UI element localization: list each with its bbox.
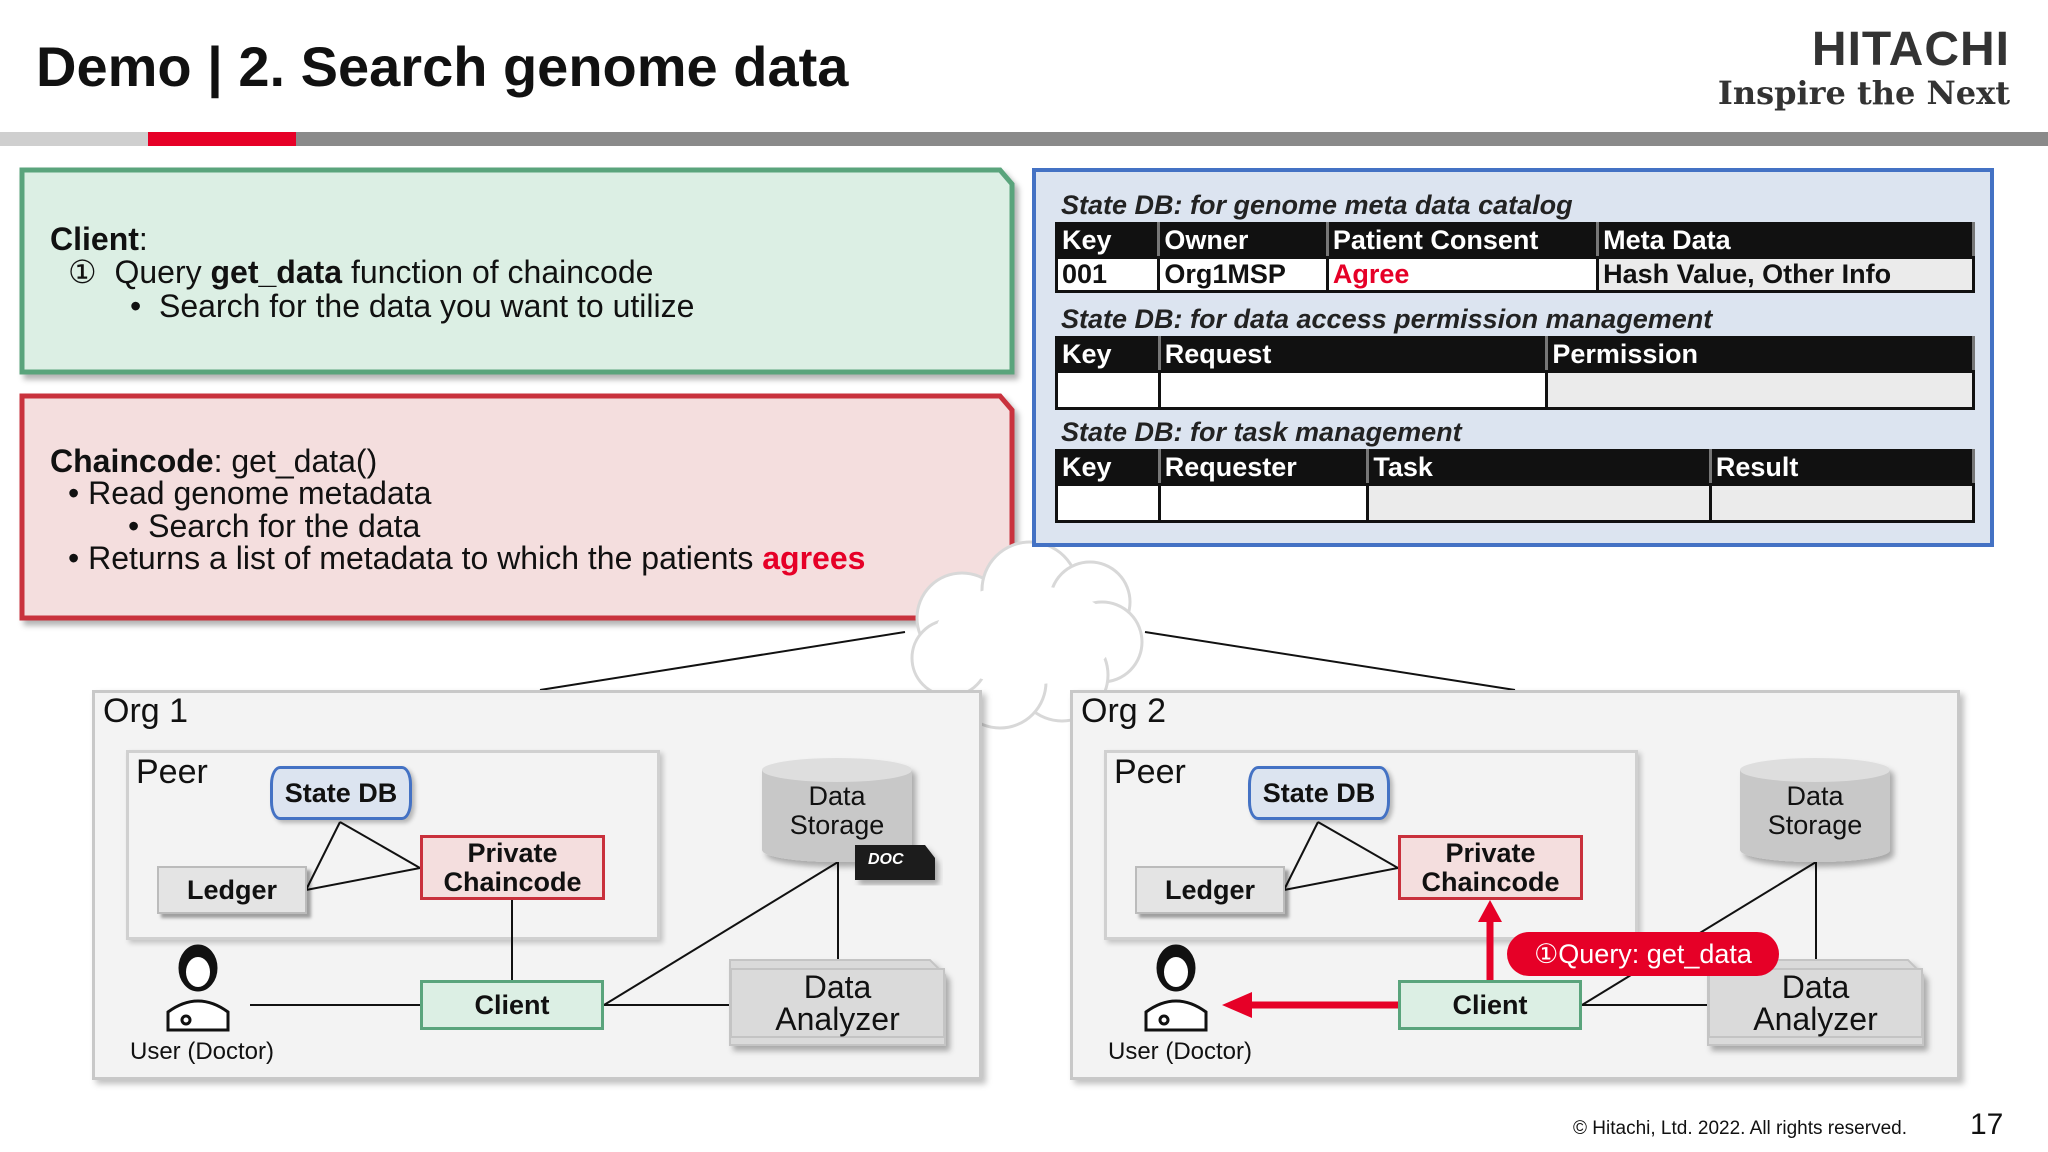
client-step: ① Query get_data function of chaincode: [68, 256, 653, 289]
task-caption: State DB: for task management: [1061, 417, 1462, 447]
org1-storage-line1: Data: [808, 781, 866, 811]
client-bullet: • Search for the data you want to utiliz…: [130, 288, 695, 324]
org1-pcc-line2: Chaincode: [443, 866, 582, 897]
org1-client[interactable]: Client: [420, 980, 604, 1030]
client-callout-title: Client:: [50, 223, 148, 256]
org2-storage-icon: [1740, 758, 1890, 862]
catalog-cell-key: 001: [1054, 256, 1161, 293]
org1-peer-label: Peer: [136, 753, 208, 791]
org2-analyzer-line1: Data: [1781, 969, 1850, 1005]
org1-pcc-line1: Private: [467, 837, 558, 868]
permission-header-key: Key: [1055, 336, 1161, 373]
catalog-cell-consent: Agree: [1325, 256, 1600, 293]
org1-file-badge: DOC: [868, 851, 904, 868]
chaincode-title-suffix: : get_data(): [213, 443, 378, 479]
org1-user-label: User (Doctor): [130, 1038, 275, 1065]
client-bullet-text: Search for the data you want to utilize: [158, 288, 695, 324]
org2-peer-label: Peer: [1114, 753, 1186, 791]
org1-label: Org 1: [103, 692, 189, 730]
step-bold: get_data: [210, 254, 343, 290]
catalog-header-consent: Patient Consent: [1325, 222, 1600, 259]
org1-analyzer-line1: Data: [803, 969, 872, 1005]
org2-client[interactable]: Client: [1398, 980, 1582, 1030]
org2-private-chaincode: Private Chaincode: [1398, 835, 1583, 900]
chaincode-sub-bullet: • Search for the data: [128, 508, 421, 544]
task-cell-empty: [1708, 483, 1976, 523]
logo-tagline: Inspire the Next: [1717, 74, 2010, 112]
chaincode-bullet-2: • Returns a list of metadata to which th…: [68, 540, 866, 576]
task-cell-empty: [1157, 483, 1370, 523]
permission-table: Key Request Permission: [1055, 336, 1975, 410]
chaincode-callout-box: [19, 393, 1015, 621]
org1-data-storage: Data Storage: [762, 782, 912, 840]
org2-analyzer-line2: Analyzer: [1753, 1001, 1878, 1037]
org1-file-icon: [855, 845, 935, 880]
copyright: © Hitachi, Ltd. 2022. All rights reserve…: [1573, 1118, 1907, 1139]
org1-state-db: State DB: [270, 766, 412, 820]
task-cell-empty: [1055, 483, 1161, 523]
step-post: function of chaincode: [342, 254, 654, 290]
task-header-task: Task: [1366, 449, 1712, 486]
catalog-caption: State DB: for genome meta data catalog: [1061, 190, 1573, 220]
task-table: Key Requester Task Result: [1055, 449, 1976, 523]
step-pre: Query: [114, 254, 211, 290]
chaincode-bullet-1-text: Read genome metadata: [88, 475, 432, 511]
org2-storage-line2: Storage: [1767, 810, 1863, 840]
task-cell-empty: [1366, 483, 1712, 523]
org2-return-arrow-left: [1222, 992, 1398, 1018]
header-bar: [0, 132, 2048, 146]
org1-storage-line2: Storage: [789, 810, 885, 840]
permission-caption: State DB: for data access permission man…: [1061, 304, 1713, 334]
org2-query-arrow-up: [1478, 900, 1502, 980]
org2-ledger: Ledger: [1135, 866, 1285, 914]
org2-state-db: State DB: [1248, 766, 1390, 820]
page-number: 17: [1970, 1108, 2004, 1141]
org2-data-analyzer: Data Analyzer: [1708, 968, 1923, 1038]
permission-header-permission: Permission: [1545, 336, 1975, 373]
permission-header-request: Request: [1157, 336, 1549, 373]
permission-cell-empty: [1545, 370, 1975, 410]
header-bar-light: [0, 132, 148, 146]
chaincode-callout-title: Chaincode: get_data(): [50, 445, 377, 478]
catalog-header-owner: Owner: [1157, 222, 1329, 259]
org1-data-analyzer: Data Analyzer: [730, 968, 945, 1038]
catalog-header-key: Key: [1054, 222, 1161, 259]
org2-query-label: ①Query: get_data: [1507, 932, 1779, 976]
catalog-table: Key Owner Patient Consent Meta Data 001 …: [1054, 222, 1975, 293]
chaincode-title: Chaincode: [50, 443, 214, 479]
task-header-result: Result: [1708, 449, 1976, 486]
client-title: Client: [50, 221, 139, 257]
org2-user-icon: [1144, 944, 1208, 1032]
org1-analyzer-line2: Analyzer: [775, 1001, 900, 1037]
org1-user-icon: [166, 944, 230, 1032]
hitachi-logo: HITACHI Inspire the Next: [1717, 23, 2010, 113]
chaincode-bullet-2-red: agrees: [762, 540, 866, 576]
task-header-key: Key: [1055, 449, 1161, 486]
org2-pcc-line1: Private: [1445, 837, 1536, 868]
catalog-header-meta: Meta Data: [1596, 222, 1975, 259]
catalog-cell-meta: Hash Value, Other Info: [1596, 256, 1975, 293]
org2-pcc-line2: Chaincode: [1421, 866, 1560, 897]
org1-ledger: Ledger: [157, 866, 307, 914]
client-callout-box: [19, 167, 1015, 375]
permission-cell-empty: [1157, 370, 1549, 410]
header-bar-accent: [148, 132, 296, 146]
chaincode-sub-bullet-text: Search for the data: [148, 508, 421, 544]
chaincode-bullet-2-pre: Returns a list of metadata to which the …: [88, 540, 763, 576]
org2-data-storage: Data Storage: [1740, 782, 1890, 840]
client-title-suffix: :: [138, 221, 148, 257]
org2-label: Org 2: [1081, 692, 1167, 730]
chaincode-bullet-1: • Read genome metadata: [68, 475, 432, 511]
page-title: Demo | 2. Search genome data: [36, 35, 849, 98]
step-marker: ①: [68, 254, 97, 290]
org1-private-chaincode: Private Chaincode: [420, 835, 605, 900]
permission-cell-empty: [1055, 370, 1161, 410]
org2-storage-line1: Data: [1786, 781, 1844, 811]
org2-user-label: User (Doctor): [1108, 1038, 1253, 1065]
logo-name: HITACHI: [1811, 23, 2010, 76]
catalog-cell-owner: Org1MSP: [1157, 256, 1329, 293]
task-header-requester: Requester: [1157, 449, 1370, 486]
